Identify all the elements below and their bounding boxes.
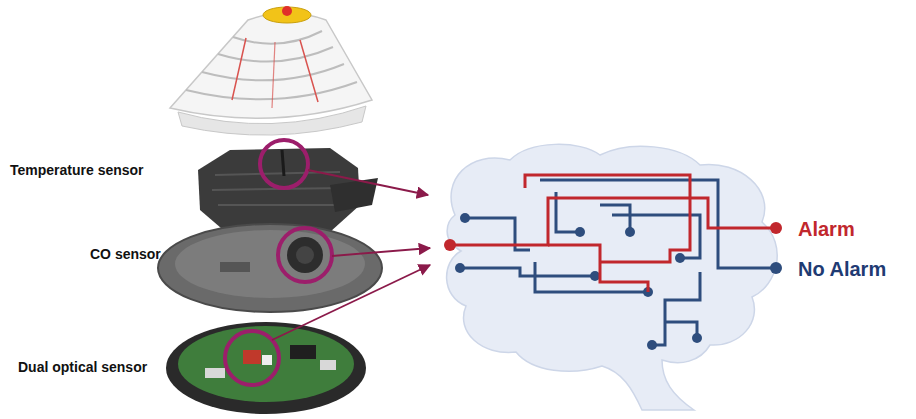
brain-outline — [447, 144, 778, 410]
output-label: Alarm — [798, 218, 855, 241]
highlight-circle — [225, 140, 332, 385]
part-label: Temperature sensor — [10, 162, 144, 178]
detector-cover — [170, 6, 372, 135]
circuit-node — [455, 213, 782, 350]
pointer-arrow — [272, 170, 430, 340]
circuit-board — [166, 322, 366, 414]
base-plate — [158, 224, 382, 312]
part-label: Dual optical sensor — [18, 359, 147, 375]
part-label: CO sensor — [90, 246, 161, 262]
circuit-trace — [450, 175, 776, 292]
optical-chamber — [198, 148, 378, 234]
output-label: No Alarm — [798, 258, 886, 281]
circuit-node — [444, 222, 782, 251]
